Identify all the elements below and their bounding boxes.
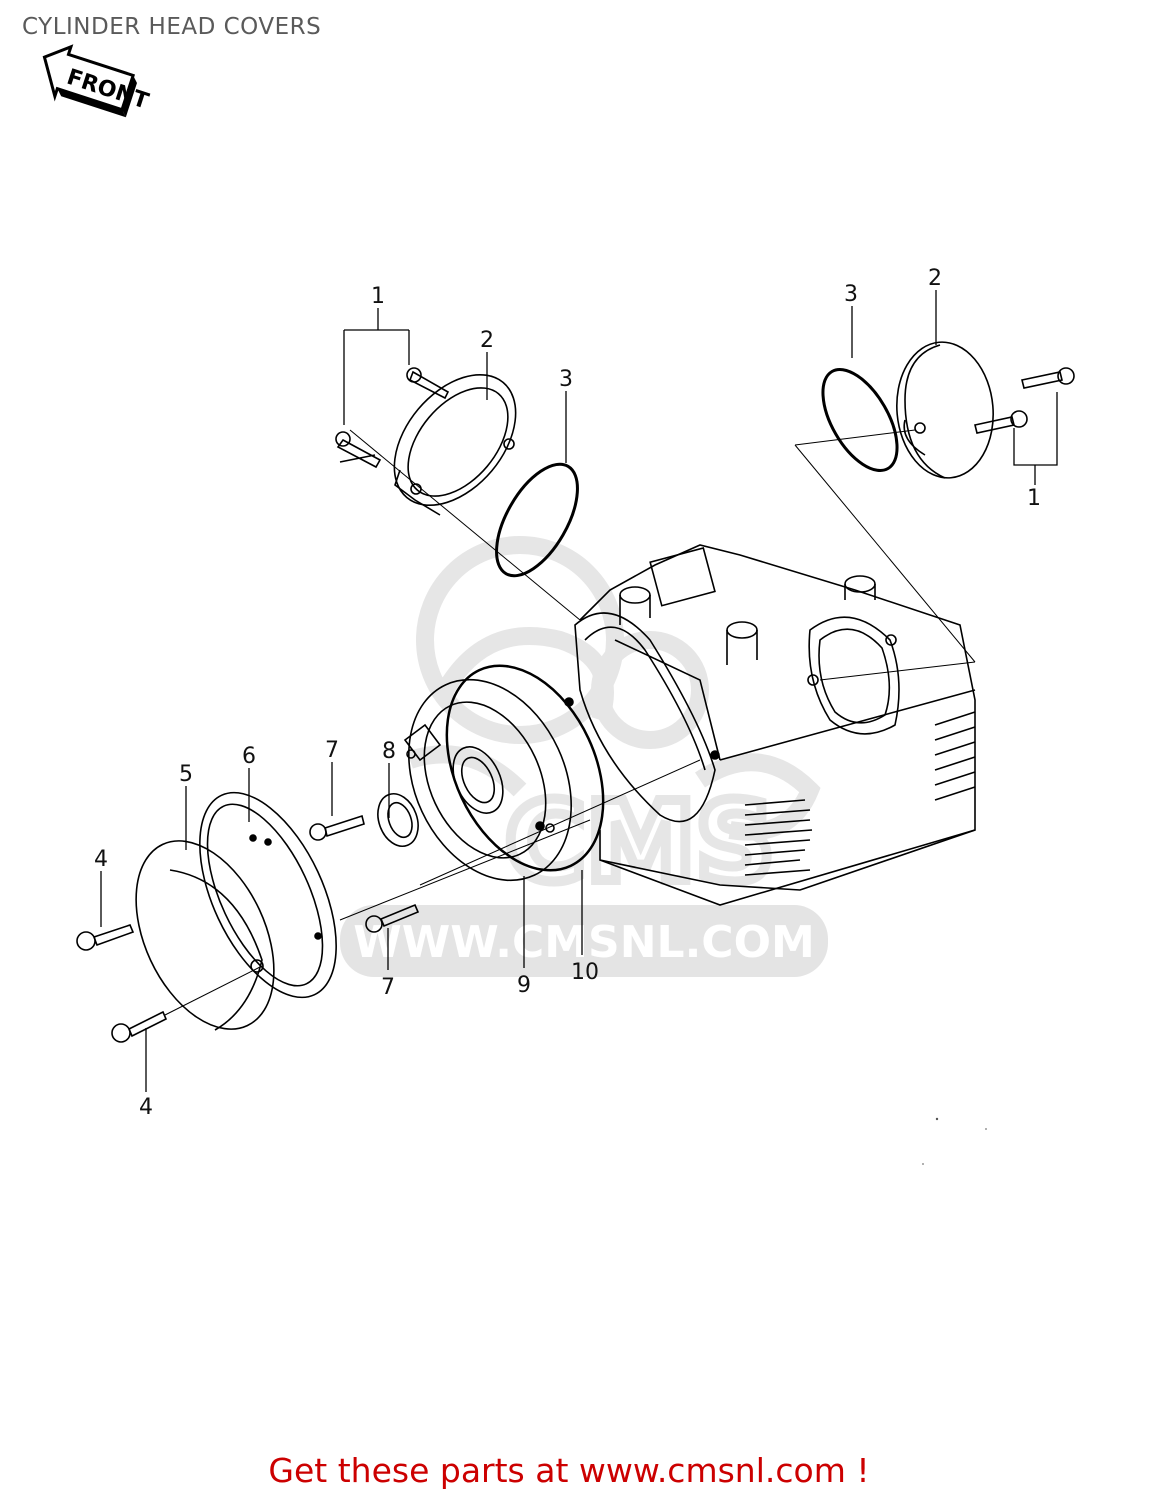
gasket-part-10	[445, 664, 605, 872]
oring-part-3-right	[821, 368, 899, 472]
watermark: WWW.CMSNL.COM CMS	[340, 536, 828, 977]
screw-part-4-top	[76, 924, 135, 951]
front-arrow-icon: FRONT	[42, 44, 151, 118]
oring-part-3-left	[495, 462, 579, 578]
cylinder-head	[564, 544, 976, 906]
bolt-part-1-right	[974, 367, 1075, 434]
assembly-line-left	[164, 966, 261, 1016]
callout-1: 1	[371, 284, 385, 309]
callout-4: 4	[139, 1095, 153, 1120]
page-title: CYLINDER HEAD COVERS	[22, 14, 322, 40]
screw-part-4-bottom	[111, 1010, 168, 1043]
promo-footer-link[interactable]: Get these parts at www.cmsnl.com !	[0, 1451, 1166, 1490]
cover-part-5	[135, 840, 275, 1031]
callout-labels: 1 2 3 3 2 1 4 5 6 7 8 7 9 10 4	[94, 266, 1041, 1120]
assembly-line	[349, 429, 581, 621]
watermark-url: WWW.CMSNL.COM	[353, 917, 815, 968]
assembly-line-right	[794, 429, 976, 681]
bolt-part-1-left	[335, 367, 450, 469]
gasket-part-6	[199, 791, 337, 999]
cover-part-2-right	[896, 341, 994, 479]
callout-7: 7	[381, 975, 395, 1000]
callout-6: 6	[242, 744, 256, 769]
assembly-line-center	[339, 759, 701, 921]
callout-3: 3	[559, 367, 573, 392]
callout-1: 1	[1027, 486, 1041, 511]
callout-8: 8	[382, 739, 396, 764]
callout-2: 2	[928, 266, 942, 291]
callout-9: 9	[517, 973, 531, 998]
screw-part-7-top	[309, 814, 365, 841]
callout-4: 4	[94, 847, 108, 872]
leader-1a	[343, 308, 410, 425]
watermark-banner	[340, 905, 828, 977]
callout-10: 10	[571, 960, 599, 985]
screw-part-7-bottom	[365, 903, 420, 933]
callout-2: 2	[480, 328, 494, 353]
promo-footer-text[interactable]: Get these parts at www.cmsnl.com !	[268, 1451, 870, 1490]
callout-7: 7	[325, 738, 339, 763]
callout-5: 5	[179, 762, 193, 787]
leader-1b	[1013, 392, 1058, 485]
cover-part-2-left	[393, 373, 517, 516]
callout-3: 3	[844, 282, 858, 307]
